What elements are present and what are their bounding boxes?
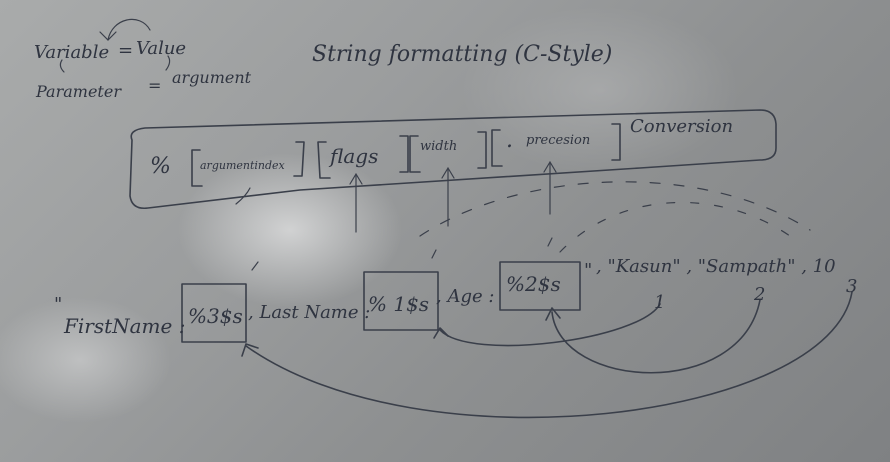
arrow-flags <box>349 172 363 233</box>
syntax-dot: . <box>506 128 513 153</box>
syntax-argument-index: argumentindex <box>200 159 285 172</box>
mapping-arrowhead-3 <box>241 343 259 357</box>
note-equals-1: = <box>118 40 134 61</box>
down-arrow-right <box>165 55 171 71</box>
bracket-flags <box>317 135 409 179</box>
arg-number-3: 3 <box>846 276 858 297</box>
mapping-arrow-1 <box>439 303 661 347</box>
syntax-outer-box <box>129 109 777 210</box>
example-close-quote: " <box>584 260 593 281</box>
tick-2 <box>431 249 437 259</box>
hook-argindex <box>235 187 251 205</box>
note-argument: argument <box>172 68 252 87</box>
syntax-precision: precesion <box>526 133 591 148</box>
dashed-sweep <box>419 181 811 237</box>
page-title: String formatting (C-Style) <box>312 42 613 67</box>
spec-box-3 <box>499 261 581 311</box>
arrow-precision <box>543 160 557 215</box>
arrow-width <box>441 166 455 227</box>
note-value: Value <box>136 38 187 59</box>
example-spec-1: %3$s <box>188 304 243 328</box>
example-open-quote: " <box>54 294 63 315</box>
note-parameter: Parameter <box>36 82 121 101</box>
mapping-arrowhead-2 <box>545 307 561 321</box>
tick-1 <box>251 261 259 271</box>
note-equals-2: = <box>148 76 162 95</box>
bracket-width <box>409 131 487 173</box>
mapping-arrow-2 <box>551 299 761 374</box>
bracket-argindex <box>191 141 305 187</box>
bracket-precision <box>491 123 621 167</box>
swap-arrow <box>107 18 151 41</box>
syntax-conversion: Conversion <box>630 116 734 137</box>
syntax-percent: % <box>150 154 171 179</box>
dashed-sweep-2 <box>559 201 791 253</box>
example-spec-3: %2$s <box>506 272 561 296</box>
syntax-width: width <box>420 139 458 154</box>
example-arguments: , "Kasun" , "Sampath" , 10 <box>596 256 836 277</box>
syntax-flags: flags <box>330 144 379 168</box>
arg-number-2: 2 <box>754 284 766 305</box>
mapping-arrowhead-1 <box>433 327 449 339</box>
note-variable: Variable <box>34 42 110 63</box>
example-first-name-label: FirstName : <box>64 314 186 338</box>
swap-arrowhead <box>99 31 117 41</box>
tick-3 <box>547 237 553 247</box>
example-last-name-label: , Last Name : <box>248 302 371 323</box>
spec-box-2 <box>363 271 439 331</box>
mapping-arrow-3 <box>245 291 853 419</box>
down-arrow-left <box>59 59 65 73</box>
example-spec-2: % 1$s <box>368 292 430 316</box>
example-age-label: , Age : <box>436 286 495 307</box>
spec-box-1 <box>181 283 247 343</box>
arg-number-1: 1 <box>654 292 666 313</box>
